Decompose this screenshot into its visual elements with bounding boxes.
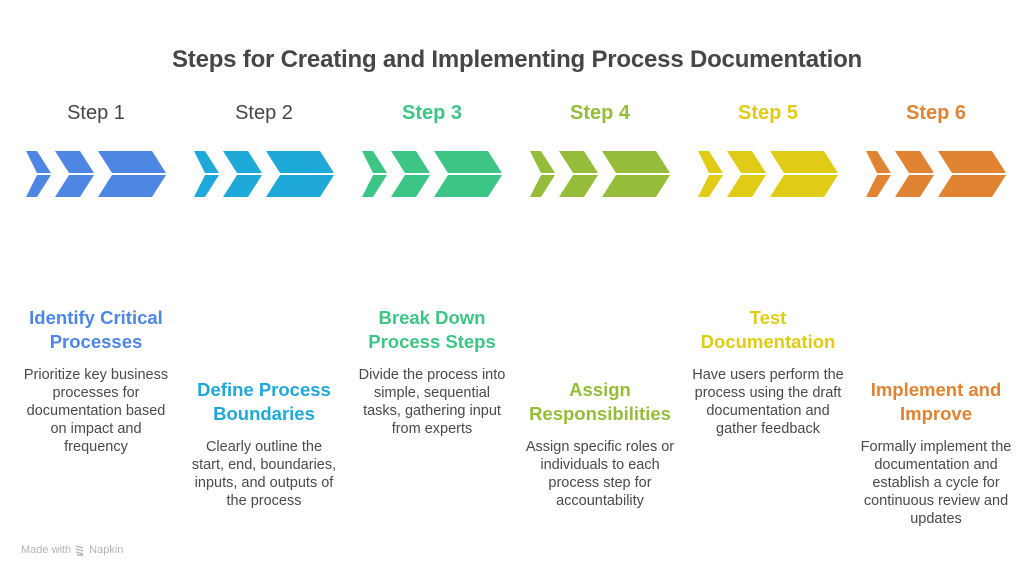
step-4-chevron-segment xyxy=(559,151,598,173)
step-3-chevron-segment xyxy=(391,175,430,197)
step-4-chevron-segment xyxy=(602,151,670,173)
step-4-description: Assign specific roles or individuals to … xyxy=(525,439,675,509)
step-2-chevron-segment xyxy=(223,175,262,197)
made-with-napkin-footer: Made with Napkin xyxy=(21,544,123,556)
step-2-chevron-segment xyxy=(266,175,334,197)
step-6-chevron-segment xyxy=(866,175,891,197)
step-2-heading: Define Process Boundaries xyxy=(197,379,331,424)
step-3-heading: Break Down Process Steps xyxy=(368,307,496,352)
step-5-chevron-segment xyxy=(770,151,838,173)
step-2-chevron-arrows-icon xyxy=(194,151,336,197)
step-5-chevron-segment xyxy=(698,175,723,197)
step-3-chevron-segment xyxy=(434,151,502,173)
step-2-chevron-segment xyxy=(194,175,219,197)
step-6-chevron-segment xyxy=(895,175,934,197)
step-3-label: Step 3 xyxy=(401,102,463,124)
step-6-heading: Implement and Improve xyxy=(870,379,1002,424)
step-1-chevron-segment xyxy=(26,175,51,197)
step-4-chevron-segment xyxy=(602,175,670,197)
step-5-chevron-segment xyxy=(727,151,766,173)
step-2-chevron-segment xyxy=(194,151,219,173)
step-5-heading: Test Documentation xyxy=(700,307,836,352)
step-1-chevron-segment xyxy=(98,175,166,197)
step-5-chevron-segment xyxy=(770,175,838,197)
step-6-description: Formally implement the documentation and… xyxy=(860,439,1012,527)
step-2-label: Step 2 xyxy=(235,102,293,124)
step-1-description: Prioritize key business processes for do… xyxy=(23,367,169,455)
step-1-chevron-segment xyxy=(55,151,94,173)
step-5-label: Step 5 xyxy=(737,102,799,124)
step-2-chevron-segment xyxy=(223,151,262,173)
step-2-chevron-segment xyxy=(266,151,334,173)
step-3-chevron-arrows-icon xyxy=(362,151,504,197)
step-6-chevron-segment xyxy=(938,151,1006,173)
napkin-logo-icon xyxy=(75,544,85,556)
step-1-label: Step 1 xyxy=(67,102,125,124)
step-1-chevron-arrows-icon xyxy=(26,151,168,197)
step-5-chevron-arrows-icon xyxy=(698,151,840,197)
step-6-chevron-segment xyxy=(866,151,891,173)
step-4-chevron-segment xyxy=(530,175,555,197)
diagram-title: Steps for Creating and Implementing Proc… xyxy=(171,46,863,73)
step-3-chevron-segment xyxy=(391,151,430,173)
step-5-chevron-segment xyxy=(698,151,723,173)
step-3-description: Divide the process into simple, sequenti… xyxy=(358,367,506,437)
step-4-heading: Assign Responsibilities xyxy=(529,379,671,424)
step-1-heading: Identify Critical Processes xyxy=(29,307,163,352)
step-4-chevron-segment xyxy=(530,151,555,173)
step-1-chevron-segment xyxy=(55,175,94,197)
step-5-chevron-segment xyxy=(727,175,766,197)
step-1-chevron-segment xyxy=(98,151,166,173)
step-3-chevron-segment xyxy=(362,175,387,197)
step-2-description: Clearly outline the start, end, boundari… xyxy=(191,439,337,509)
step-4-chevron-segment xyxy=(559,175,598,197)
step-6-chevron-segment xyxy=(938,175,1006,197)
step-6-label: Step 6 xyxy=(905,102,967,124)
step-3-chevron-segment xyxy=(434,175,502,197)
made-with-label: Made with xyxy=(21,544,72,556)
step-4-chevron-arrows-icon xyxy=(530,151,672,197)
step-1-chevron-segment xyxy=(26,151,51,173)
step-6-chevron-segment xyxy=(895,151,934,173)
step-4-label: Step 4 xyxy=(569,102,631,124)
step-5-description: Have users perform the process using the… xyxy=(692,367,844,437)
step-6-chevron-arrows-icon xyxy=(866,151,1008,197)
step-3-chevron-segment xyxy=(362,151,387,173)
napkin-brand-label: Napkin xyxy=(89,544,124,556)
